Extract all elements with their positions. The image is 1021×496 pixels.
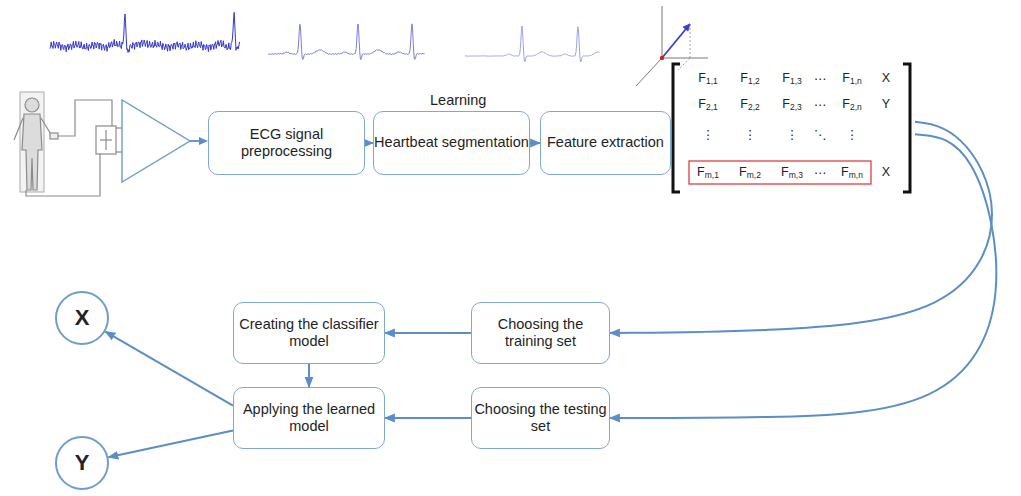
process-box: Applying the learned model (233, 387, 385, 449)
box-label: Creating the classifier model (234, 316, 384, 351)
box-label: Applying the learned model (234, 401, 384, 436)
matrix-cell: Fm,2 (739, 165, 761, 180)
matrix-cell: Y (882, 97, 890, 111)
class-circle: Y (55, 436, 109, 490)
ecg-trace (465, 26, 599, 62)
ecg-trace (268, 24, 425, 60)
process-box: Choosing the testing set (471, 387, 610, 449)
patient-amplifier (14, 92, 208, 196)
box-label: Feature extraction (547, 134, 664, 151)
box-label: ECG signal preprocessing (209, 126, 364, 161)
flow-arrow (308, 364, 310, 387)
matrix-cell: ⋮ (786, 127, 799, 142)
matrix-cell: X (882, 71, 890, 85)
matrix-cell: F1,3 (782, 71, 801, 86)
matrix-cell: ⋯ (814, 71, 827, 86)
matrix-cell: ⋱ (814, 127, 827, 142)
flow-arrow (105, 332, 233, 406)
class-label: Y (75, 450, 90, 476)
stage-label: Learning (428, 92, 488, 108)
matrix-cell: F1,1 (698, 71, 717, 86)
matrix-cell: ⋯ (814, 165, 827, 180)
matrix-brackets (673, 64, 910, 192)
process-box: Feature extraction (540, 111, 671, 175)
matrix-cell: Fm,n (841, 165, 863, 180)
flow-arrow (385, 417, 471, 419)
process-box: Choosing the training set (471, 302, 610, 364)
feature-matrix: F1,1F1,2F1,3⋯F1,nXF2,1F2,2F2,3⋯F2,nY⋮⋮⋮⋱… (680, 66, 905, 190)
matrix-cell: Fm,1 (697, 165, 719, 180)
matrix-cell: ⋮ (744, 127, 757, 142)
matrix-cell: ⋯ (814, 97, 827, 112)
matrix-cell: F2,1 (698, 97, 717, 112)
box-label: Choosing the testing set (472, 401, 609, 436)
process-box: Heartbeat segmentation (373, 111, 530, 175)
matrix-cell: F2,3 (782, 97, 801, 112)
flow-arrow (385, 332, 471, 334)
ecg-traces (50, 12, 599, 61)
box-label: Heartbeat segmentation (374, 134, 529, 151)
class-circle: X (55, 291, 109, 345)
highlight-row (689, 161, 871, 184)
class-label: X (75, 305, 90, 331)
flow-arrow (108, 430, 233, 457)
flow-arrow (610, 134, 996, 418)
matrix-cell: F2,2 (740, 97, 759, 112)
ecg-trace (50, 12, 240, 52)
matrix-cell: F1,2 (740, 71, 759, 86)
matrix-cell: Fm,3 (781, 165, 803, 180)
matrix-cell: ⋮ (702, 127, 715, 142)
matrix-cell: F2,n (842, 97, 861, 112)
flow-arrow (530, 142, 540, 144)
box-label: Choosing the training set (472, 316, 609, 351)
matrix-cell: F1,n (842, 71, 861, 86)
flow-arrow (365, 142, 373, 144)
matrix-cell: X (882, 165, 890, 179)
process-box: Creating the classifier model (233, 302, 385, 364)
process-box: ECG signal preprocessing (208, 111, 365, 175)
matrix-cell: ⋮ (846, 127, 859, 142)
